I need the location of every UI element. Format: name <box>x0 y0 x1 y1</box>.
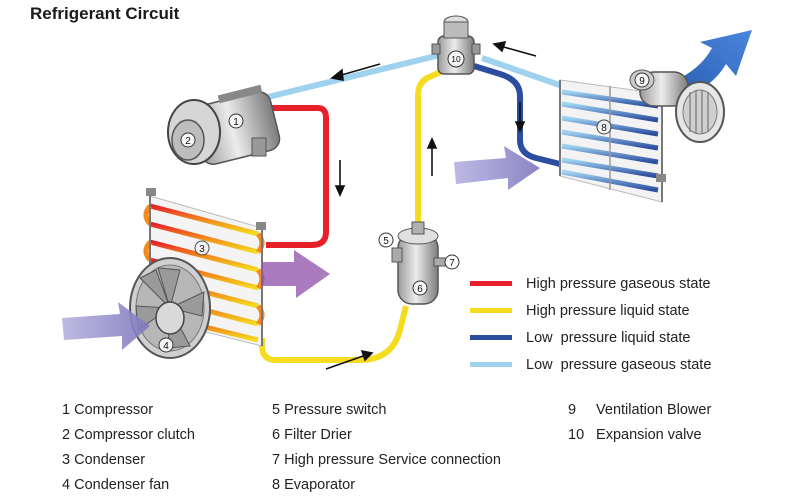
marker-8-label: 8 <box>601 123 607 134</box>
marker-9: 9 <box>634 72 650 88</box>
part-number: 3 <box>62 452 71 468</box>
part-list-item: 7 High pressure Service connection <box>272 448 501 473</box>
ventilation-blower <box>629 69 725 143</box>
part-list-item: 9 Ventilation Blower <box>568 398 711 423</box>
condenser-fan <box>129 257 211 359</box>
legend-label: High pressure gaseous state <box>526 275 711 292</box>
part-name: Filter Drier <box>284 427 352 443</box>
marker-7: 7 <box>444 254 460 270</box>
legend-swatch <box>470 308 512 313</box>
part-name: Pressure switch <box>284 402 387 418</box>
flow-arrows <box>325 40 537 370</box>
part-name: Compressor clutch <box>74 427 195 443</box>
marker-1-label: 1 <box>233 117 239 128</box>
part-name: High pressure Service connection <box>284 452 501 468</box>
part-list-item: 4 Condenser fan <box>62 473 195 498</box>
marker-8: 8 <box>596 119 612 135</box>
flow-arrow-top-left <box>330 63 381 81</box>
legend-swatch <box>470 281 512 286</box>
part-list-item: 6 Filter Drier <box>272 423 501 448</box>
legend-item: Low pressure liquid state <box>470 324 711 351</box>
legend-label: High pressure liquid state <box>526 302 690 319</box>
pipe-high-liquid-drier-to-valve <box>415 69 442 228</box>
marker-6-label: 6 <box>417 284 423 295</box>
airflow-arrow-out-of-blower <box>672 30 752 96</box>
part-number: 9 <box>568 402 577 418</box>
compressor <box>167 84 281 165</box>
part-name: Ventilation Blower <box>596 402 712 418</box>
evaporator <box>559 79 666 203</box>
part-name: Compressor <box>74 402 154 418</box>
marker-10: 10 <box>447 50 465 68</box>
marker-4: 4 <box>158 337 174 353</box>
marker-7-label: 7 <box>449 258 455 269</box>
marker-4-label: 4 <box>163 341 169 352</box>
legend-label: Low pressure liquid state <box>526 329 691 346</box>
part-name: Condenser fan <box>74 477 170 493</box>
part-list-item: 10 Expansion valve <box>568 423 711 448</box>
part-list-item: 3 Condenser <box>62 448 195 473</box>
part-name: Expansion valve <box>596 427 702 443</box>
part-number: 1 <box>62 402 71 418</box>
filter-drier <box>391 221 447 305</box>
marker-2: 2 <box>180 132 196 148</box>
part-number: 6 <box>272 427 281 443</box>
part-number: 8 <box>272 477 281 493</box>
legend-swatch <box>470 335 512 340</box>
part-list-item: 1 Compressor <box>62 398 195 423</box>
part-list-item: 2 Compressor clutch <box>62 423 195 448</box>
part-number: 4 <box>62 477 71 493</box>
marker-3-label: 3 <box>199 244 205 255</box>
legend-swatch <box>470 362 512 367</box>
airflow-arrow-into-fan <box>62 302 150 350</box>
part-number: 7 <box>272 452 281 468</box>
part-number: 10 <box>568 427 585 443</box>
flow-arrow-middle-up <box>426 137 438 176</box>
legend-item: High pressure gaseous state <box>470 270 711 297</box>
marker-5: 5 <box>378 232 394 248</box>
part-number: 5 <box>272 402 281 418</box>
flow-arrow-top-right <box>492 40 537 57</box>
part-number: 2 <box>62 427 71 443</box>
part-list-item: 8 Evaporator <box>272 473 501 498</box>
pipe-high-liquid-condenser-to-drier <box>259 305 409 363</box>
legend-label: Low pressure gaseous state <box>526 356 712 373</box>
diagram-title: Refrigerant Circuit <box>30 4 180 23</box>
legend-item: High pressure liquid state <box>470 297 711 324</box>
marker-1: 1 <box>228 113 244 129</box>
marker-2-label: 2 <box>185 136 191 147</box>
part-name: Evaporator <box>284 477 356 493</box>
marker-3: 3 <box>194 240 210 256</box>
flow-arrow-left-down <box>334 160 346 197</box>
marker-5-label: 5 <box>383 236 389 247</box>
part-name: Condenser <box>74 452 146 468</box>
pipe-low-gas-valve-to-compressor <box>257 52 441 103</box>
flow-arrow-right-down <box>514 102 526 133</box>
marker-9-label: 9 <box>639 76 645 87</box>
component-markers: 1 2 3 4 5 6 7 8 <box>158 50 650 353</box>
legend-item: Low pressure gaseous state <box>470 351 711 378</box>
airflow-arrow-into-evaporator <box>454 146 540 190</box>
pipe-high-gas-compressor-to-condenser <box>266 105 329 248</box>
marker-6: 6 <box>412 280 428 296</box>
part-list-item: 5 Pressure switch <box>272 398 501 423</box>
flow-arrow-bottom <box>325 349 374 370</box>
pipe-low-gas-evaporator-to-valve <box>481 55 569 91</box>
airflow-arrow-through-condenser <box>262 250 330 298</box>
marker-10-label: 10 <box>451 54 461 64</box>
